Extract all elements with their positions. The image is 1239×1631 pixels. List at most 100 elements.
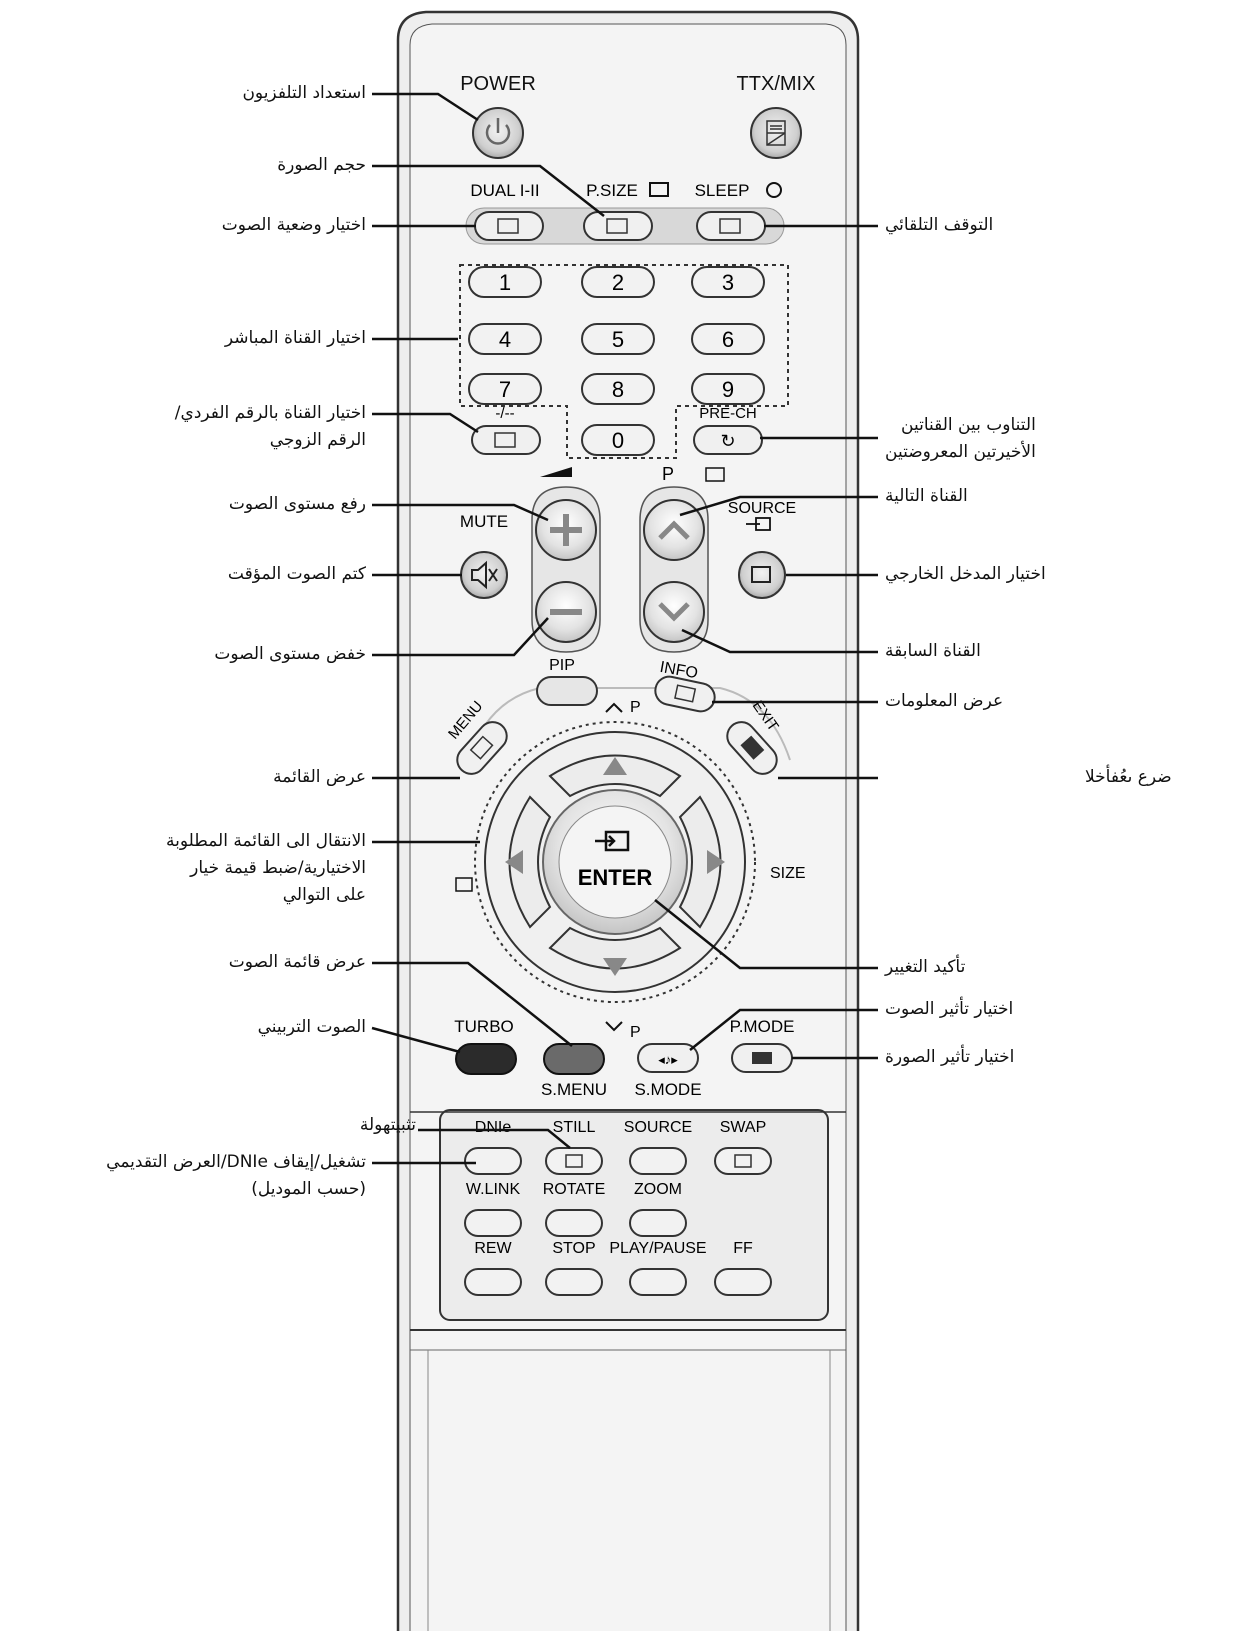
sleep-button[interactable]	[696, 211, 766, 241]
source-button[interactable]	[738, 551, 786, 599]
digit-label: 8	[612, 377, 624, 402]
smode-button[interactable]: ◂♪▸	[637, 1043, 699, 1073]
volume-wedge-icon	[540, 467, 572, 477]
pmode-button[interactable]	[731, 1043, 793, 1073]
digit-button-4[interactable]: 4	[468, 323, 542, 355]
digit-label: 9	[722, 377, 734, 402]
digit-label: 2	[612, 270, 624, 295]
bottom-label: STILL	[553, 1119, 596, 1136]
callout-dash-line2: الرقم الزوجي	[269, 430, 366, 450]
dash-button[interactable]	[471, 425, 541, 455]
prech-label: PRE-CH	[699, 405, 757, 422]
psize-button[interactable]	[583, 211, 653, 241]
bottom-button[interactable]	[714, 1147, 772, 1175]
nav-down-button[interactable]	[548, 926, 682, 976]
triangle-right-icon	[707, 850, 725, 874]
digit-label: 7	[499, 377, 511, 402]
speaker-mute-icon	[471, 560, 498, 590]
power-icon	[485, 118, 511, 145]
nav-up-button[interactable]	[548, 754, 682, 798]
digit-button-6[interactable]: 6	[691, 323, 765, 355]
bottom-label: SWAP	[720, 1119, 767, 1136]
bottom-label: W.LINK	[466, 1181, 521, 1198]
channel-down-button[interactable]	[643, 581, 705, 643]
smenu-button[interactable]	[543, 1043, 605, 1075]
dual-label: DUAL I-II	[470, 181, 539, 200]
callout-vol-down: خفض مستوى الصوت	[214, 644, 366, 664]
enter-label: ENTER	[578, 865, 653, 890]
pip-label: PIP	[549, 657, 575, 674]
digit-label: 0	[612, 428, 624, 453]
chevron-up-icon	[658, 520, 690, 540]
callout-ch-down: القناة السابقة	[885, 641, 981, 661]
bottom-label: ZOOM	[634, 1181, 682, 1198]
volume-down-button[interactable]	[535, 581, 597, 643]
callout-nav-line3: على التوالي	[282, 885, 366, 905]
digit-label: 6	[722, 327, 734, 352]
callout-psize: حجم الصورة	[277, 155, 366, 175]
enter-button[interactable]: ENTER	[542, 789, 688, 935]
digit-buttons: 1 2 3 4 5 6 7 8 9 0	[468, 266, 765, 456]
callout-nav-line2: الاختيارية/ضبط قيمة خيار	[190, 858, 366, 878]
callout-info: عرض المعلومات	[885, 691, 1004, 711]
digit-button-2[interactable]: 2	[581, 266, 655, 298]
callout-smenu: عرض قائمة الصوت	[228, 952, 366, 972]
callout-exit: ضرع ىعُفأخلا	[1085, 767, 1172, 787]
callout-pmode: اختيار تأثير الصورة	[885, 1047, 1015, 1067]
p-down-label: P	[630, 1024, 641, 1041]
triangle-down-icon	[603, 958, 627, 976]
pmode-label: P.MODE	[730, 1017, 795, 1036]
callout-menu: عرض القائمة	[273, 767, 366, 787]
nav-left-button[interactable]	[505, 795, 552, 929]
digit-label: 1	[499, 270, 511, 295]
digit-button-0[interactable]: 0	[581, 424, 655, 456]
channel-up-button[interactable]	[643, 499, 705, 561]
prech-button[interactable]: ↻	[693, 425, 763, 455]
menu-button[interactable]	[452, 716, 513, 779]
bottom-button[interactable]	[464, 1268, 522, 1296]
callout-prech: التناوب بين القناتين الأخيرتين المعروضتي…	[885, 412, 1036, 466]
bottom-button[interactable]	[545, 1147, 603, 1175]
digit-label: 4	[499, 327, 511, 352]
triangle-up-icon	[603, 757, 627, 775]
bottom-button[interactable]	[464, 1209, 522, 1237]
digit-button-3[interactable]: 3	[691, 266, 765, 298]
digit-button-1[interactable]: 1	[468, 266, 542, 298]
exit-button[interactable]	[722, 716, 783, 779]
volume-up-button[interactable]	[535, 499, 597, 561]
nav-right-button[interactable]	[678, 795, 725, 929]
callout-dnie-line1: تشغيل/إيقاف DNIe/العرض التقديمي	[106, 1152, 366, 1172]
bottom-button[interactable]	[629, 1147, 687, 1175]
bottom-button[interactable]	[464, 1147, 522, 1175]
bottom-button[interactable]	[545, 1209, 603, 1237]
callout-sleep: التوقف التلقائي	[885, 215, 994, 235]
teletext-icon	[766, 120, 786, 146]
power-button[interactable]	[472, 107, 524, 159]
sleep-label: SLEEP	[695, 181, 750, 200]
digit-button-8[interactable]: 8	[581, 373, 655, 405]
ttx-mix-button[interactable]	[750, 107, 802, 159]
smode-icon: ◂♪▸	[658, 1052, 678, 1067]
turbo-button[interactable]	[455, 1043, 517, 1075]
info-button[interactable]	[653, 674, 718, 714]
sleep-timer-icon	[719, 218, 741, 234]
bottom-button[interactable]	[714, 1268, 772, 1296]
pip-button[interactable]	[536, 676, 598, 706]
callout-still: تثبيتهولة	[359, 1115, 416, 1135]
callout-dnie-line2: (حسب الموديل)	[251, 1179, 366, 1199]
bottom-label: SOURCE	[624, 1119, 692, 1136]
bottom-button[interactable]	[629, 1268, 687, 1296]
digit-button-7[interactable]: 7	[468, 373, 542, 405]
callout-power: استعداد التلفزيون	[242, 83, 366, 103]
chevron-down-icon	[658, 602, 690, 622]
dual-button[interactable]	[474, 211, 544, 241]
bottom-button[interactable]	[629, 1209, 687, 1237]
digit-button-9[interactable]: 9	[691, 373, 765, 405]
callout-prech-line1: التناوب بين القناتين	[901, 415, 1036, 435]
digit-button-5[interactable]: 5	[581, 323, 655, 355]
smenu-label: S.MENU	[541, 1080, 607, 1099]
menu-icon	[469, 735, 494, 760]
bottom-button[interactable]	[545, 1268, 603, 1296]
p-label: P	[662, 464, 674, 484]
mute-button[interactable]	[460, 551, 508, 599]
